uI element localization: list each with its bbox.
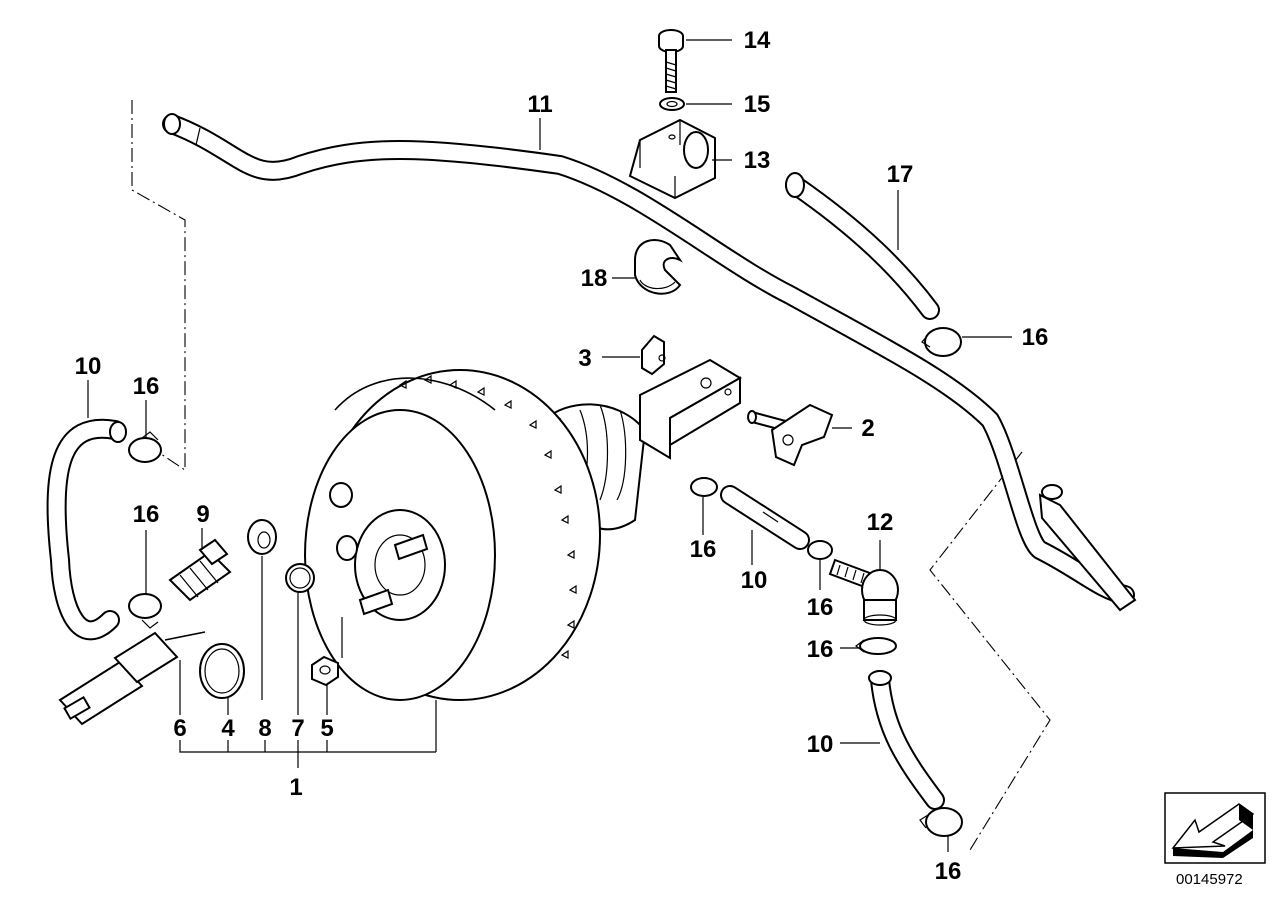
hose-part-10-middle	[690, 477, 833, 560]
seal-ring-part-4	[199, 643, 245, 699]
label-part-7: 7	[291, 715, 304, 742]
label-part-16-lower-mid: 16	[807, 636, 834, 663]
arrow-icon	[1164, 792, 1266, 864]
label-part-16-upper-right: 16	[1022, 324, 1049, 351]
label-part-18: 18	[581, 265, 608, 292]
hose-part-17	[785, 172, 962, 357]
label-part-16-left-bottom: 16	[133, 501, 160, 528]
hose-part-10-left	[46, 418, 162, 641]
reference-lines	[131, 100, 1051, 851]
label-part-15: 15	[744, 91, 771, 118]
label-part-4: 4	[221, 715, 235, 742]
label-part-17: 17	[887, 161, 914, 188]
clip-part-18	[634, 239, 683, 295]
check-valve-part-12	[828, 558, 899, 626]
grommet-part-8	[247, 519, 277, 555]
label-part-16-mid-right: 16	[807, 594, 834, 621]
label-part-14: 14	[744, 27, 771, 54]
sensor-part-6	[58, 631, 206, 726]
label-part-16-middle: 16	[690, 536, 717, 563]
clamp-part-16-lower-mid	[855, 637, 897, 655]
bolt-part-14	[658, 29, 684, 93]
bracket-part-13	[628, 118, 716, 200]
washer-part-15	[659, 97, 685, 111]
vacuum-hose-part-11	[162, 113, 1137, 612]
label-part-13: 13	[744, 147, 771, 174]
nut-clip-part-3	[641, 334, 666, 376]
label-part-5: 5	[320, 715, 333, 742]
label-part-12: 12	[867, 509, 894, 536]
label-part-10-middle: 10	[741, 567, 768, 594]
part-labels: 1 2 3 4 5 6 7 8 9 10 10 10 11 12 13 14 1…	[75, 27, 1049, 885]
pin-part-2	[747, 403, 834, 467]
leader-lines	[87, 39, 1012, 852]
label-part-3: 3	[578, 345, 591, 372]
label-part-9: 9	[196, 501, 209, 528]
hose-part-10-lower	[868, 670, 963, 837]
label-part-6: 6	[173, 715, 186, 742]
label-part-16-bottom: 16	[935, 858, 962, 885]
label-part-10-left: 10	[75, 353, 102, 380]
label-part-1: 1	[289, 774, 302, 801]
label-part-10-lower: 10	[807, 731, 834, 758]
nut-part-5	[311, 655, 339, 687]
label-part-2: 2	[861, 415, 874, 442]
catalog-number: 00145972	[1176, 871, 1243, 888]
label-part-16-left-top: 16	[133, 373, 160, 400]
brake-booster-part-1	[304, 358, 742, 701]
label-part-11: 11	[527, 91, 552, 118]
connector-part-9	[168, 538, 232, 602]
seal-ring-part-7	[285, 563, 315, 593]
label-part-8: 8	[258, 715, 271, 742]
